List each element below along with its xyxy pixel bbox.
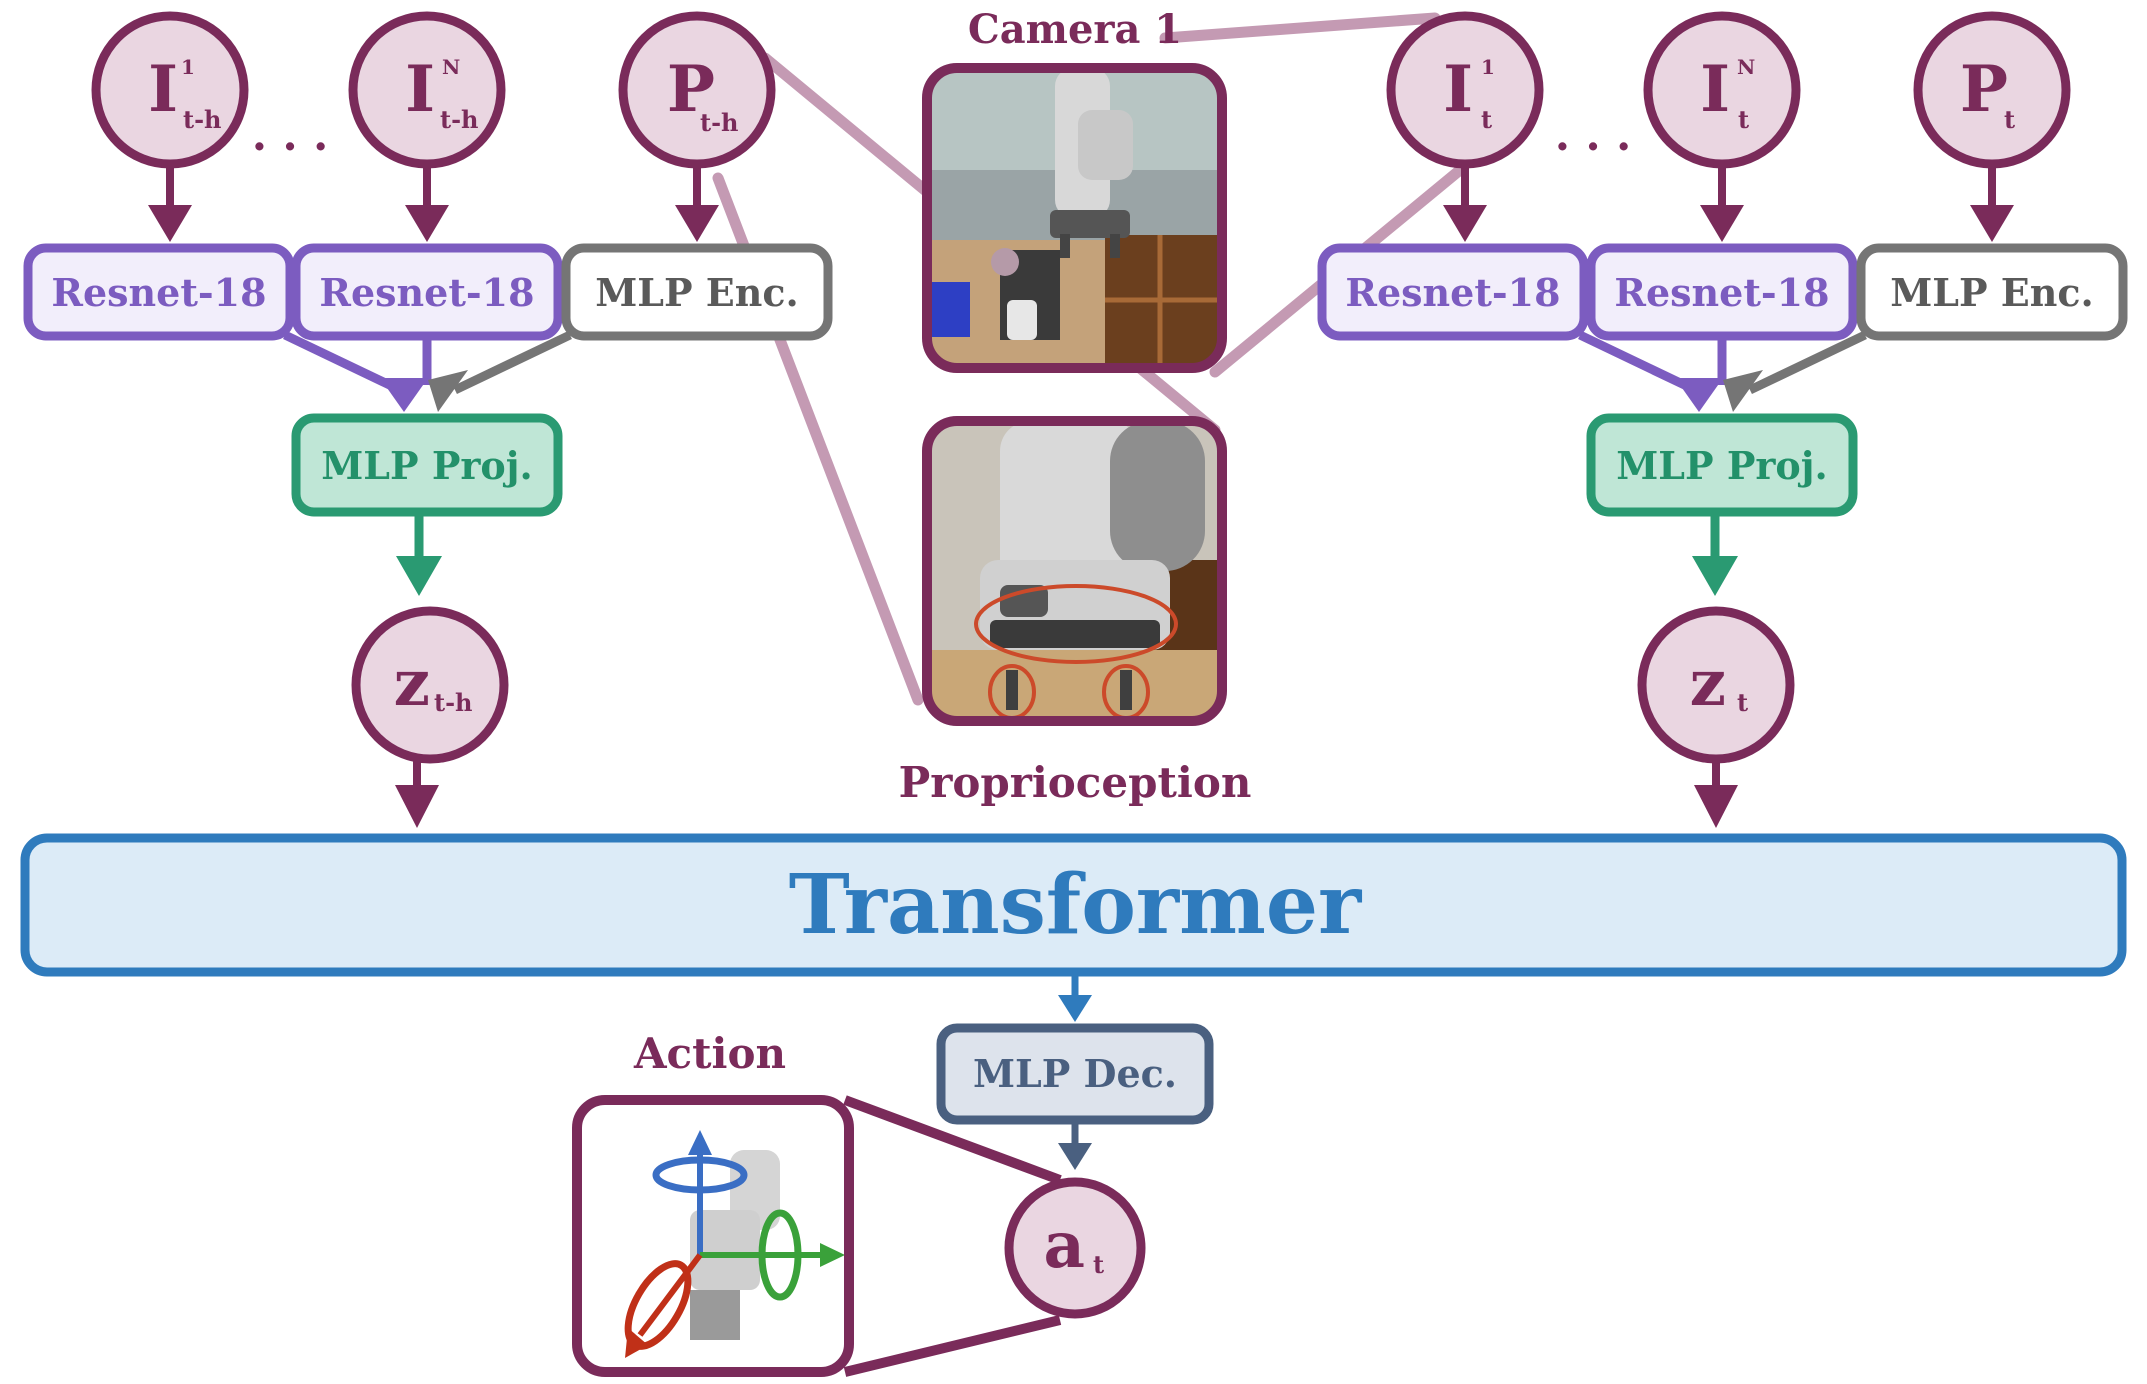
arrow-resnet3-to-proj — [1578, 330, 1697, 395]
mlp-enc-box-cur: MLP Enc. — [1856, 243, 2128, 341]
svg-text:Resnet-18: Resnet-18 — [319, 270, 534, 315]
arrowhead-ih1 — [148, 205, 192, 242]
ellipsis-history: . . . — [252, 110, 329, 161]
svg-text:z: z — [1690, 646, 1726, 721]
arrowhead-ph — [675, 205, 719, 242]
svg-text:t-h: t-h — [440, 105, 479, 134]
svg-text:t: t — [1481, 105, 1492, 134]
action-image — [577, 1100, 849, 1372]
resnet-box-hist-1: Resnet-18 — [23, 243, 295, 341]
node-i-cur-1: I 1 t — [1386, 11, 1544, 169]
camera-label: Camera 1 — [968, 6, 1182, 53]
proprioception-panel: Proprioception — [899, 416, 1252, 807]
svg-text:a: a — [1044, 1208, 1085, 1283]
history-encoders: Resnet-18 Resnet-18 MLP Enc. — [23, 243, 833, 341]
arrowhead-proj-left-grey — [428, 370, 468, 412]
svg-text:MLP Enc.: MLP Enc. — [595, 270, 799, 315]
node-z-hist: z t-h — [351, 606, 509, 764]
mlp-dec-box: MLP Dec. — [936, 1023, 1214, 1125]
svg-text:I: I — [405, 52, 435, 127]
svg-text:t-h: t-h — [700, 108, 739, 137]
node-i-cur-n: I N t — [1643, 11, 1801, 169]
camera-image — [927, 68, 1222, 368]
svg-text:t: t — [1738, 105, 1749, 134]
proprioception-label: Proprioception — [899, 758, 1252, 807]
svg-text:I: I — [1443, 52, 1473, 127]
arrowhead-it1 — [1443, 205, 1487, 242]
svg-text:MLP Proj.: MLP Proj. — [1616, 443, 1828, 488]
mlp-proj-box-hist: MLP Proj. — [291, 413, 563, 517]
svg-text:t: t — [2004, 105, 2015, 134]
node-p-cur: P t — [1913, 11, 2071, 169]
current-encoders: Resnet-18 Resnet-18 MLP Enc. — [1317, 243, 2128, 341]
arrowhead-transformer-right — [1694, 785, 1738, 828]
arrowhead-proj-right-purple — [1675, 378, 1723, 412]
svg-text:1: 1 — [1481, 55, 1495, 79]
arrowhead-dec — [1058, 995, 1092, 1022]
proprioception-image — [927, 421, 1222, 721]
link-camera-to-i1 — [1159, 12, 1441, 44]
svg-text:z: z — [394, 646, 430, 721]
arrowhead-zt — [1692, 556, 1738, 596]
resnet-box-cur-1: Resnet-18 — [1317, 243, 1589, 341]
svg-text:Resnet-18: Resnet-18 — [1345, 270, 1560, 315]
svg-text:P: P — [1960, 52, 2008, 127]
node-i-hist-n: I N t-h — [348, 11, 506, 169]
action-panel: Action — [572, 1029, 1062, 1377]
arrowhead-zh — [396, 556, 442, 596]
camera-panel: Camera 1 — [922, 6, 1227, 373]
svg-text:MLP Dec.: MLP Dec. — [973, 1051, 1177, 1096]
node-z-cur: z t — [1637, 606, 1795, 764]
svg-text:I: I — [148, 52, 178, 127]
arrowhead-ihn — [405, 205, 449, 242]
svg-text:MLP Proj.: MLP Proj. — [321, 443, 533, 488]
arrowhead-proj-right-grey — [1723, 370, 1763, 412]
current-input-nodes: I 1 t . . . I N t P t — [1386, 11, 2071, 169]
node-a-cur: a t — [1004, 1177, 1146, 1319]
arrowhead-itn — [1700, 205, 1744, 242]
svg-text:t-h: t-h — [183, 105, 222, 134]
svg-text:I: I — [1700, 52, 1730, 127]
svg-text:1: 1 — [181, 55, 195, 79]
arrow-enc-to-proj — [453, 330, 572, 395]
svg-text:MLP Enc.: MLP Enc. — [1890, 270, 2094, 315]
history-input-nodes: I 1 t-h . . . I N t-h P t-h — [91, 11, 776, 169]
svg-text:Resnet-18: Resnet-18 — [51, 270, 266, 315]
arrowhead-pt — [1970, 205, 2014, 242]
transformer-label: Transformer — [789, 857, 1363, 953]
svg-text:Resnet-18: Resnet-18 — [1614, 270, 1829, 315]
svg-text:P: P — [667, 52, 715, 127]
svg-text:N: N — [442, 55, 460, 79]
svg-text:N: N — [1737, 55, 1755, 79]
arrow-enc2-to-proj — [1748, 330, 1867, 395]
transformer-block: Transformer — [20, 833, 2127, 977]
action-label: Action — [633, 1029, 786, 1078]
node-p-hist: P t-h — [618, 11, 776, 169]
arrowhead-proj-left-purple — [380, 378, 428, 412]
mlp-proj-box-cur: MLP Proj. — [1586, 413, 1858, 517]
arrowhead-a — [1058, 1143, 1092, 1170]
node-i-hist-1: I 1 t-h — [91, 11, 249, 169]
svg-text:t: t — [1737, 688, 1748, 717]
svg-text:t-h: t-h — [434, 688, 473, 717]
arrowhead-transformer-left — [395, 785, 439, 828]
arrows — [148, 168, 2014, 1170]
svg-text:t: t — [1093, 1250, 1104, 1279]
arrow-resnet1-to-proj — [283, 330, 402, 395]
resnet-box-cur-n: Resnet-18 — [1586, 243, 1858, 341]
ellipsis-current: . . . — [1555, 110, 1632, 161]
mlp-enc-box-hist: MLP Enc. — [561, 243, 833, 341]
resnet-box-hist-n: Resnet-18 — [291, 243, 563, 341]
